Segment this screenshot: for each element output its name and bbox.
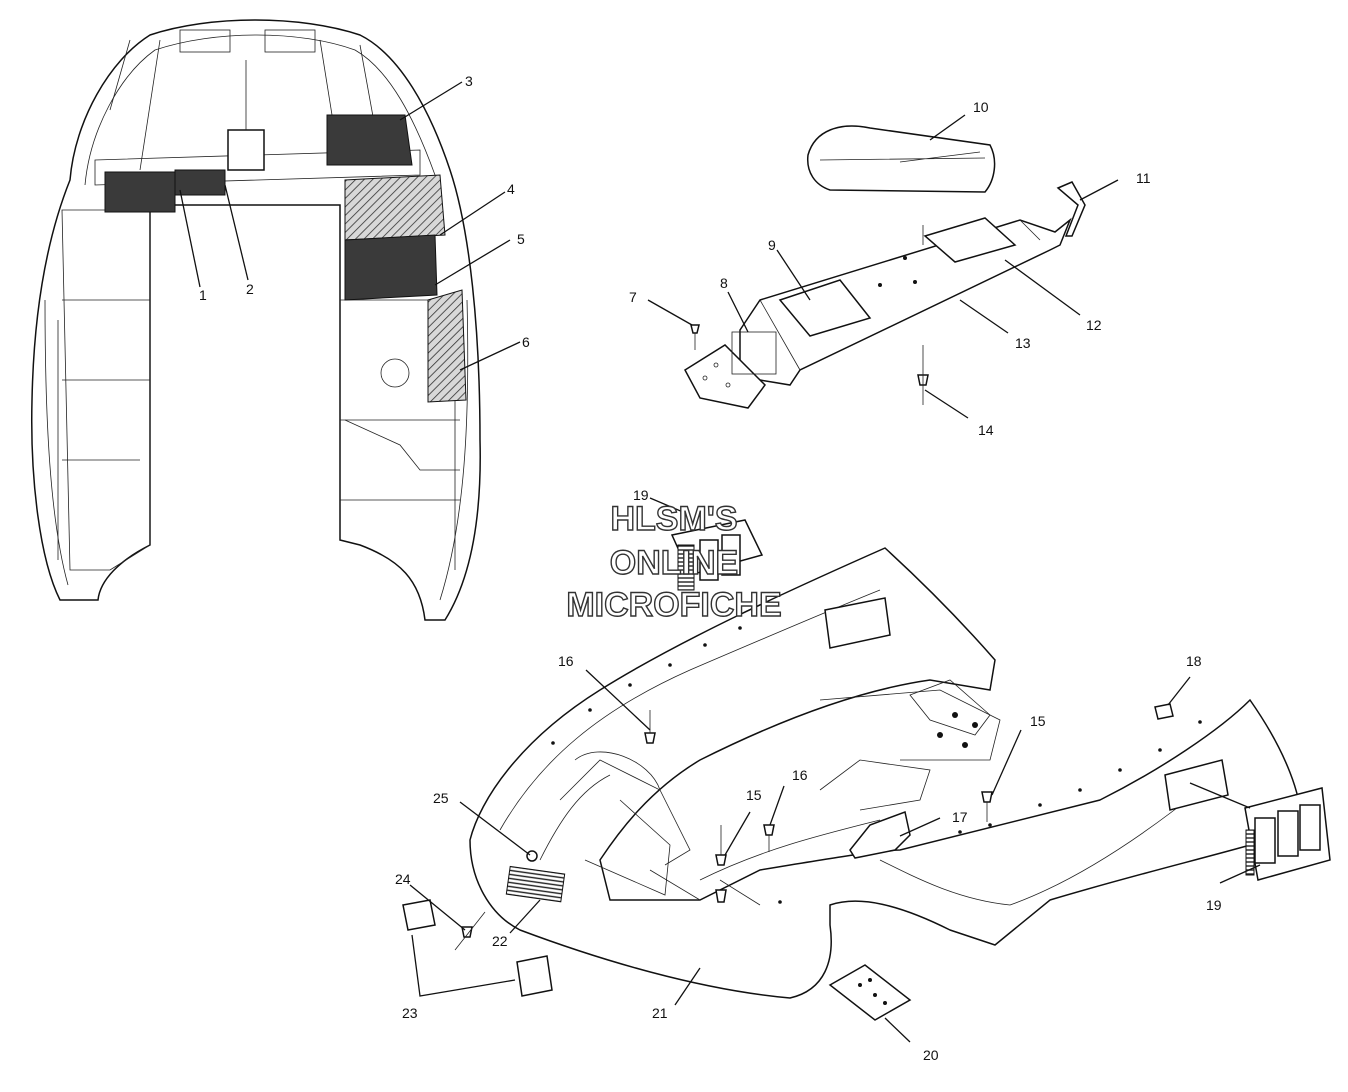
callout-22: 22 <box>492 933 508 949</box>
callout-16b: 16 <box>792 767 808 783</box>
hood-insulation-3 <box>326 114 413 166</box>
callout-9: 9 <box>768 237 776 253</box>
bracket-pad-9 <box>778 279 872 337</box>
callouts: 1 2 3 4 5 6 7 8 9 10 11 12 13 14 15 15 1… <box>199 73 1222 1063</box>
callout-3: 3 <box>465 73 473 89</box>
bracket-pad-12 <box>923 217 1017 263</box>
label-23b <box>516 955 553 997</box>
clip-under <box>715 889 727 903</box>
callout-23: 23 <box>402 1005 418 1021</box>
callout-12: 12 <box>1086 317 1102 333</box>
vent-19-lower <box>1244 787 1331 881</box>
clip-16-center <box>763 824 775 836</box>
callout-19a: 19 <box>633 487 649 503</box>
callout-10: 10 <box>973 99 989 115</box>
callout-4: 4 <box>507 181 515 197</box>
callout-1: 1 <box>199 287 207 303</box>
callout-15a: 15 <box>1030 713 1046 729</box>
hood-insulation-4 <box>344 174 446 241</box>
watermark: HLSM'S ONLINE MICROFICHE <box>566 499 783 624</box>
callout-14: 14 <box>978 422 994 438</box>
belly-pan <box>469 547 1302 999</box>
mounting-plate <box>684 344 766 409</box>
grille-22 <box>505 865 566 903</box>
label-23a <box>402 899 436 931</box>
callout-15b: 15 <box>746 787 762 803</box>
watermark-line-3: MICROFICHE <box>566 586 781 624</box>
callout-2: 2 <box>246 281 254 297</box>
seat-rod <box>1056 181 1086 237</box>
fastener-7 <box>690 324 700 334</box>
hood-assembly <box>31 19 481 621</box>
callout-11: 11 <box>1136 170 1151 186</box>
callout-21: 21 <box>652 1005 668 1021</box>
clip-16-upper <box>644 732 656 744</box>
hood-insulation-2 <box>174 169 226 196</box>
clip-15-center <box>715 854 727 866</box>
callout-20: 20 <box>923 1047 939 1063</box>
vent-19-upper <box>670 519 764 591</box>
callout-6: 6 <box>522 334 530 350</box>
hood-insulation-5 <box>344 234 438 301</box>
callout-5: 5 <box>517 231 525 247</box>
pad-18 <box>1154 703 1174 720</box>
leader-lines <box>179 81 1261 1043</box>
watermark-line-2: ONLINE <box>610 544 738 582</box>
plate-20 <box>828 964 912 1021</box>
callout-7: 7 <box>629 289 637 305</box>
panel-17 <box>849 810 911 859</box>
clip-15-right <box>981 791 993 803</box>
belly-pan-assembly <box>402 519 1331 1021</box>
callout-8: 8 <box>720 275 728 291</box>
seat-assembly <box>684 125 1086 409</box>
callout-13: 13 <box>1015 335 1031 351</box>
callout-18: 18 <box>1186 653 1202 669</box>
callout-17: 17 <box>952 809 968 825</box>
plug-25 <box>526 850 538 862</box>
hood-insulation-1 <box>104 171 176 213</box>
callout-16a: 16 <box>558 653 574 669</box>
callout-24: 24 <box>395 871 411 887</box>
callout-19b: 19 <box>1206 897 1222 913</box>
hood-insulation-6 <box>427 289 467 403</box>
watermark-line-1: HLSM'S <box>610 500 737 538</box>
callout-25: 25 <box>433 790 449 806</box>
